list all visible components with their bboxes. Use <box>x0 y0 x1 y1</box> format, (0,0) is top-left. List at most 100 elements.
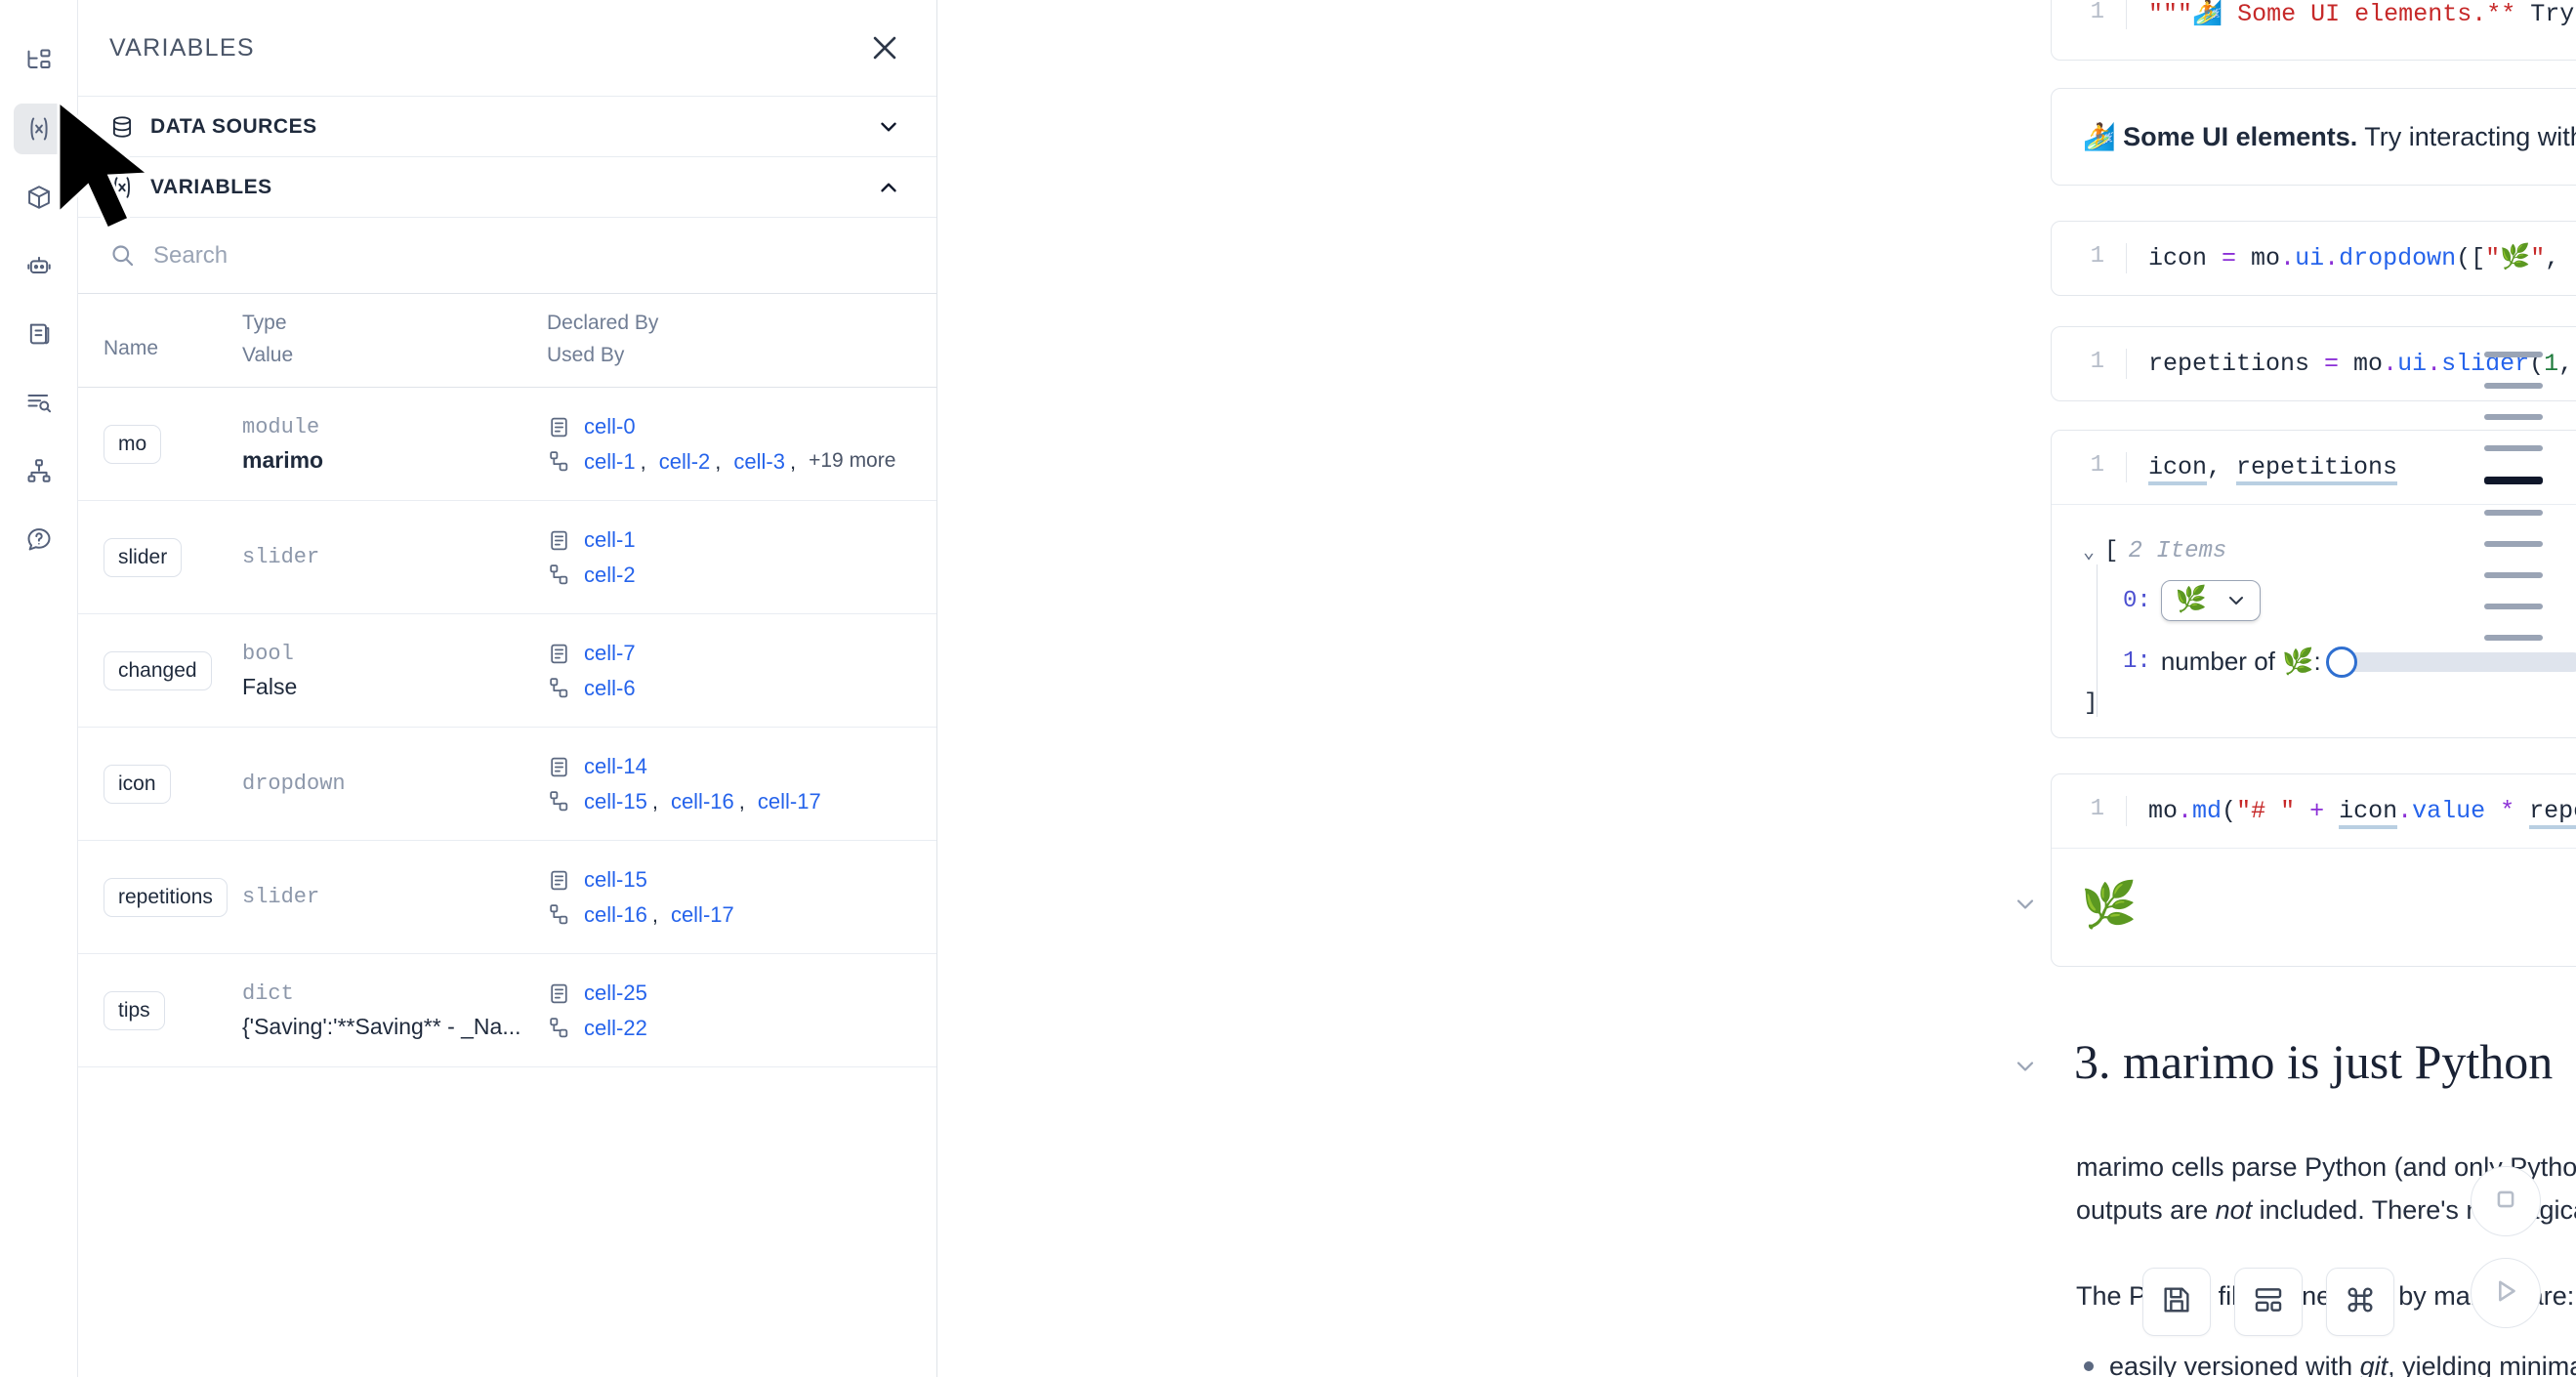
entry-key-1: 1: <box>2123 648 2151 676</box>
markdown-output-cell[interactable]: 🏄 Some UI elements. Try interacting with… <box>2051 88 2576 186</box>
column-header-type: Type <box>242 312 287 334</box>
cell-reference-link[interactable]: cell-22 <box>584 1015 647 1040</box>
code-cell-dropdown[interactable]: 1 icon = mo.ui.dropdown(["🌿", "🏄", "✨"],… <box>2051 221 2576 297</box>
code-content[interactable]: icon, repetitions <box>2126 452 2576 485</box>
cell-reference-link[interactable]: cell-17 <box>757 788 821 814</box>
sidebar-item-file-explorer[interactable] <box>14 35 64 86</box>
minimap-mark[interactable] <box>2484 572 2543 578</box>
cell-reference-link[interactable]: cell-1 <box>584 448 636 474</box>
close-panel-button[interactable] <box>868 31 901 64</box>
minimap-mark[interactable] <box>2484 477 2543 484</box>
minimap-mark[interactable] <box>2484 604 2543 609</box>
collapse-cell-md-chevron[interactable] <box>2012 891 2039 918</box>
output-json-tree: ⌄ [ 2 Items 0: 🌿 <box>2052 505 2576 718</box>
accordion-variables[interactable]: VARIABLES <box>78 156 936 217</box>
cell-markdown-source[interactable]: 1 """🏄 Some UI elements.** Try interacti… <box>2051 0 2576 61</box>
cell-reference-link[interactable]: cell-16 <box>584 901 647 927</box>
cell-link-icon <box>547 902 571 927</box>
variable-name-chip[interactable]: repetitions <box>104 877 228 917</box>
line-number: 1 <box>2090 0 2104 25</box>
collapse-section-chevron[interactable] <box>2012 1053 2039 1080</box>
tree-root-row[interactable]: ⌄ [ 2 Items <box>2083 538 2576 564</box>
accordion-data-sources[interactable]: DATA SOURCES <box>78 96 936 156</box>
cell-reference-link[interactable]: cell-25 <box>584 981 647 1006</box>
cell-reference-link[interactable]: cell-1 <box>584 527 636 553</box>
notebook-area: 1 """🏄 Some UI elements.** Try interacti… <box>937 0 2576 1377</box>
cell-reference-link[interactable]: cell-0 <box>584 414 636 439</box>
code-cell-slider[interactable]: 1 repetitions = mo.ui.slider(1, 16, labe… <box>2051 326 2576 402</box>
cell-reference-link[interactable]: cell-7 <box>584 641 636 666</box>
sidebar-item-variables[interactable] <box>13 104 64 154</box>
cell-reference-link[interactable]: cell-2 <box>584 562 636 587</box>
search-input[interactable] <box>153 241 905 270</box>
variable-name-chip[interactable]: changed <box>104 650 212 690</box>
cell-reference-link[interactable]: cell-15 <box>584 788 647 814</box>
search-icon <box>109 242 136 269</box>
cell-reference-link[interactable]: cell-15 <box>584 867 647 893</box>
cell-reference-link[interactable]: cell-2 <box>658 448 711 474</box>
file-explorer-icon <box>25 47 53 74</box>
variable-name-chip[interactable]: icon <box>104 764 171 804</box>
variable-value: marimo <box>242 446 324 473</box>
cell-variable-name: tips <box>78 990 242 1030</box>
tree-entry-0: 0: 🌿 <box>2123 580 2576 622</box>
minimap-mark[interactable] <box>2484 635 2543 641</box>
accordion-label-variables: VARIABLES <box>150 175 272 198</box>
command-palette-button[interactable] <box>2326 1268 2394 1336</box>
cell-dependencies: cell-7 cell-6 <box>547 636 936 704</box>
slider-thumb[interactable] <box>2325 646 2357 678</box>
cell-reference-link[interactable]: cell-14 <box>584 754 647 779</box>
repetitions-slider-widget[interactable]: number of 🌿: <box>2161 646 2576 678</box>
slider-track[interactable] <box>2325 646 2576 678</box>
minimap-mark[interactable] <box>2484 383 2543 389</box>
cell-reference-link[interactable]: cell-17 <box>670 901 734 927</box>
command-icon <box>2344 1283 2377 1321</box>
sidebar-item-outline[interactable] <box>14 377 64 428</box>
layout-button[interactable] <box>2234 1268 2303 1336</box>
used-by-line: cell-2 <box>547 558 936 592</box>
icon-dropdown-widget[interactable]: 🌿 <box>2160 580 2262 622</box>
code-content[interactable]: icon = mo.ui.dropdown(["🌿", "🏄", "✨"], v… <box>2126 243 2576 274</box>
save-button[interactable] <box>2142 1268 2211 1336</box>
sidebar-item-help[interactable] <box>14 514 64 564</box>
code-content[interactable]: repetitions = mo.ui.slider(1, 16, label=… <box>2126 349 2576 380</box>
minimap[interactable] <box>2484 352 2553 666</box>
cell-dependencies: cell-25 cell-22 <box>547 976 936 1044</box>
more-references-label[interactable]: +19 more <box>809 449 896 473</box>
minimap-mark[interactable] <box>2484 445 2543 451</box>
minimap-mark[interactable] <box>2484 541 2543 547</box>
variables-panel: VARIABLES DATA SOURCES VARIABLES <box>78 0 937 1377</box>
variable-name-chip[interactable]: mo <box>104 424 162 464</box>
minimap-mark[interactable] <box>2484 352 2543 357</box>
sidebar-item-logs[interactable] <box>14 309 64 359</box>
sidebar-item-packages[interactable] <box>14 172 64 223</box>
code-content[interactable]: mo.md("# " + icon.value * repetitions.va… <box>2126 796 2576 829</box>
sidebar-item-ai-assistant[interactable] <box>14 240 64 291</box>
declared-by-line: cell-7 <box>547 636 936 670</box>
cell-reference-link[interactable]: cell-3 <box>733 448 785 474</box>
variable-name-chip[interactable]: tips <box>104 990 165 1030</box>
minimap-mark[interactable] <box>2484 414 2543 420</box>
code-cell-md[interactable]: 1 mo.md("# " + icon.value * repetitions.… <box>2051 773 2576 967</box>
run-button[interactable] <box>2471 1258 2541 1328</box>
chevron-down-icon <box>2224 589 2248 612</box>
minimap-mark[interactable] <box>2484 510 2543 516</box>
chevron-down-icon[interactable]: ⌄ <box>2083 541 2096 564</box>
sidebar-item-dependency-graph[interactable] <box>14 445 64 496</box>
cell-reference-link[interactable]: cell-6 <box>584 675 636 700</box>
separator: , <box>640 448 646 474</box>
interrupt-button[interactable] <box>2471 1166 2541 1236</box>
table-header-row: Name Type Value Declared By Used By <box>78 293 936 389</box>
cell-reference-link[interactable]: cell-16 <box>670 788 734 814</box>
variable-name-chip[interactable]: slider <box>104 537 183 577</box>
